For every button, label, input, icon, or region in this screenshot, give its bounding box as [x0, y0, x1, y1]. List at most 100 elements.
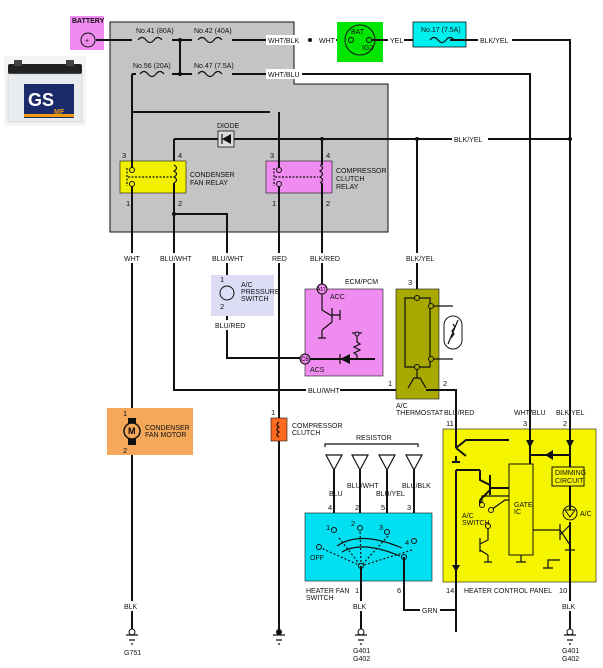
- battery-sub: MF: [54, 109, 65, 116]
- svg-text:SWITCH: SWITCH: [241, 296, 269, 303]
- svg-text:ACC: ACC: [330, 294, 345, 301]
- svg-text:10: 10: [559, 586, 567, 595]
- svg-text:WHT/BLU: WHT/BLU: [514, 410, 546, 417]
- svg-text:2: 2: [563, 419, 567, 428]
- svg-text:A/C: A/C: [462, 513, 474, 520]
- svg-text:A/C: A/C: [580, 511, 592, 518]
- fuse-42: [192, 34, 232, 46]
- fuse-56-label: No.56 (20A): [133, 63, 171, 70]
- svg-text:BLU/WHT: BLU/WHT: [308, 388, 340, 395]
- svg-text:GATE: GATE: [514, 502, 533, 509]
- svg-text:BLK/YEL: BLK/YEL: [556, 410, 585, 417]
- svg-text:BLK/YEL: BLK/YEL: [406, 256, 435, 263]
- svg-text:ACS: ACS: [310, 367, 325, 374]
- fuse-41: [132, 34, 172, 46]
- svg-text:3: 3: [523, 419, 527, 428]
- svg-text:BLU/BLK: BLU/BLK: [402, 483, 431, 490]
- svg-text:C6: C6: [301, 357, 309, 363]
- svg-text:3: 3: [270, 151, 274, 160]
- svg-text:IC: IC: [514, 509, 521, 516]
- battery-brand: GS: [28, 90, 54, 110]
- ignition-ig2: IG2: [362, 45, 373, 52]
- svg-text:1: 1: [272, 199, 276, 208]
- svg-text:PRESSURE: PRESSURE: [241, 289, 280, 296]
- svg-text:BLU/WHT: BLU/WHT: [160, 256, 192, 263]
- svg-text:3: 3: [407, 503, 411, 512]
- ground-icon: [355, 628, 367, 645]
- resistor-blocks: [325, 454, 423, 541]
- svg-text:3: 3: [408, 278, 412, 287]
- battery-label: BATTERY: [72, 18, 105, 25]
- fuse-17-box: [412, 21, 467, 48]
- relay-coil-icon: [318, 164, 324, 184]
- svg-text:BLU/RED: BLU/RED: [215, 323, 245, 330]
- wire-label-wht-blu: WHT/BLU: [268, 72, 300, 79]
- svg-text:2: 2: [178, 199, 182, 208]
- ignition-bat: BAT: [351, 29, 365, 36]
- ground-icon: [126, 628, 138, 645]
- svg-text:1: 1: [388, 379, 392, 388]
- ground-g402: G402: [353, 656, 370, 663]
- svg-text:A17: A17: [317, 287, 326, 293]
- svg-text:2: 2: [326, 199, 330, 208]
- wire-label-blk-yel-top: BLK/YEL: [480, 38, 509, 45]
- svg-text:1: 1: [271, 408, 275, 417]
- svg-text:2: 2: [351, 519, 355, 528]
- compressor-relay-label-2: CLUTCH: [336, 176, 364, 183]
- svg-text:BLU: BLU: [329, 491, 343, 498]
- svg-text:BLK: BLK: [353, 604, 367, 611]
- compressor-relay-label-3: RELAY: [336, 184, 359, 191]
- svg-text:SWITCH: SWITCH: [306, 595, 334, 602]
- svg-text:2: 2: [443, 379, 447, 388]
- svg-text:1: 1: [126, 199, 130, 208]
- heater-control-panel-label: HEATER CONTROL PANEL: [464, 588, 552, 595]
- svg-text:THERMOSTAT: THERMOSTAT: [396, 410, 444, 417]
- fuse-41-label: No.41 (80A): [136, 28, 174, 35]
- compressor-relay-label-1: COMPRESSOR: [336, 168, 387, 175]
- svg-text:1: 1: [123, 409, 127, 418]
- svg-text:M: M: [128, 426, 136, 436]
- svg-text:1: 1: [355, 586, 359, 595]
- svg-text:2: 2: [123, 446, 127, 455]
- svg-text:4: 4: [405, 538, 409, 547]
- ac-pressure-switch: [211, 275, 274, 316]
- svg-text:BLU/WHT: BLU/WHT: [212, 256, 244, 263]
- ground-g401: G401: [562, 648, 579, 655]
- ground-g402: G402: [562, 656, 579, 663]
- fuse-17: [429, 36, 455, 44]
- svg-text:4: 4: [178, 151, 182, 160]
- relay-coil-icon: [172, 164, 178, 184]
- ignition-switch: [337, 22, 383, 62]
- ac-indicator-led: [562, 505, 578, 521]
- fuse-17-label: No.17 (7.5A): [421, 27, 461, 34]
- svg-text:1: 1: [220, 275, 224, 284]
- dimming-circuit: [551, 466, 585, 487]
- wire-label-blk-yel-mid: BLK/YEL: [454, 137, 483, 144]
- ground-icon: [564, 628, 576, 645]
- svg-text:+: +: [85, 38, 89, 45]
- svg-text:2: 2: [355, 503, 359, 512]
- svg-text:11: 11: [446, 419, 454, 428]
- svg-text:BLU/RED: BLU/RED: [444, 410, 474, 417]
- svg-text:6: 6: [397, 586, 401, 595]
- battery-icon: [80, 32, 96, 48]
- svg-text:ECM/PCM: ECM/PCM: [345, 279, 378, 286]
- svg-text:CONDENSER: CONDENSER: [145, 425, 190, 432]
- svg-text:4: 4: [328, 503, 332, 512]
- svg-text:DIMMING: DIMMING: [555, 470, 586, 477]
- svg-text:A/C: A/C: [241, 282, 253, 289]
- svg-text:3: 3: [122, 151, 126, 160]
- wire-label-wht-blk: WHT/BLK: [268, 38, 299, 45]
- svg-text:WHT: WHT: [124, 256, 141, 263]
- svg-text:BLU/YEL: BLU/YEL: [376, 491, 405, 498]
- condenser-fan-motor: [107, 408, 193, 455]
- svg-text:FAN MOTOR: FAN MOTOR: [145, 432, 186, 439]
- compressor-clutch: [270, 417, 288, 442]
- motor-icon: [123, 422, 141, 440]
- ground-g751: G751: [124, 650, 141, 657]
- condenser-relay-label-2: FAN RELAY: [190, 180, 228, 187]
- svg-text:4: 4: [326, 151, 330, 160]
- svg-text:RESISTOR: RESISTOR: [356, 435, 392, 442]
- condenser-relay-label-1: CONDENSER: [190, 172, 235, 179]
